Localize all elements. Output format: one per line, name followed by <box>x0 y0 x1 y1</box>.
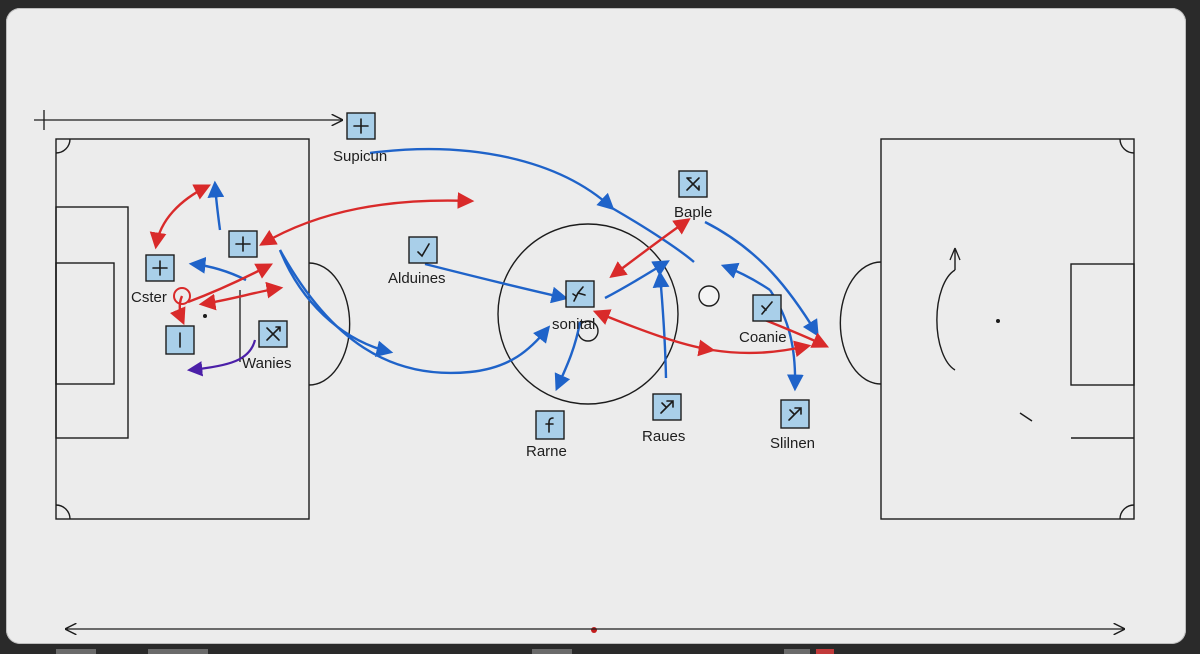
player-p4[interactable] <box>165 325 195 355</box>
red-arrow-1 <box>259 192 475 246</box>
purple-arrow <box>186 339 257 377</box>
center-circle <box>497 223 679 405</box>
left-goal-area <box>55 206 129 439</box>
player-p1[interactable] <box>346 112 376 140</box>
red-marker-dot <box>591 627 597 633</box>
blue-arrow-12 <box>188 256 247 282</box>
player-p9[interactable] <box>678 170 708 198</box>
player-label: Wanies <box>242 355 291 372</box>
red-arrow-2 <box>149 184 212 250</box>
red-arrow-4 <box>198 281 284 311</box>
player-p6[interactable] <box>408 236 438 264</box>
player-p3[interactable] <box>145 254 175 282</box>
player-label: Slilnen <box>770 435 815 452</box>
red-arrow-3 <box>187 263 273 304</box>
diagonal-arrow-icon <box>660 400 674 414</box>
x-arrow-icon <box>266 326 281 341</box>
player-p11[interactable] <box>652 393 682 421</box>
right-inner-arc <box>936 269 956 371</box>
plus-icon <box>235 236 251 252</box>
blue-arrow-5 <box>604 260 670 300</box>
player-label: Cster <box>131 289 167 306</box>
blue-arrow-9 <box>720 262 771 291</box>
plus-icon <box>152 260 168 276</box>
player-label: Baple <box>674 204 712 221</box>
tactics-board: Supicun Cster Wanies Alduines soni <box>6 8 1186 644</box>
left-goal <box>55 262 115 385</box>
f-icon <box>545 417 554 433</box>
red-ring-marker <box>173 287 191 305</box>
right-penalty-spot <box>996 319 1000 323</box>
player-p5[interactable] <box>258 320 288 348</box>
red-arrow-7 <box>592 309 716 357</box>
red-arrow-6 <box>609 218 691 279</box>
left-penalty-spot <box>203 314 207 318</box>
blue-arrow-4-tail <box>278 249 394 358</box>
player-label: Supicun <box>333 148 387 165</box>
player-label: Coanie <box>739 329 787 346</box>
player-p12[interactable] <box>780 399 810 429</box>
blue-arrow-11 <box>207 180 225 231</box>
blue-arrow-6 <box>554 321 582 392</box>
check-arrow-icon <box>417 243 430 258</box>
player-p10[interactable] <box>752 294 782 322</box>
right-penalty-area <box>880 138 1135 520</box>
player-p2[interactable] <box>228 230 258 258</box>
red-arrow-5 <box>169 295 186 326</box>
right-goal <box>1070 263 1135 386</box>
pitch-lines <box>55 138 1135 520</box>
cross-arrows-icon <box>686 177 700 191</box>
taskbar-item[interactable] <box>532 649 572 654</box>
run-icon <box>572 286 586 302</box>
taskbar-item-active[interactable] <box>816 649 834 654</box>
taskbar-item[interactable] <box>148 649 208 654</box>
right-penalty-arc <box>839 261 882 385</box>
player-label: Alduines <box>388 270 446 287</box>
player-label: Rarne <box>526 443 567 460</box>
blue-arrow-1 <box>369 147 615 211</box>
red-arrow-8 <box>711 340 812 358</box>
player-label: Raues <box>642 428 685 445</box>
taskbar-item[interactable] <box>784 649 810 654</box>
red-pass-arrows <box>149 184 830 358</box>
slash-icon <box>761 301 773 315</box>
blue-arrow-7 <box>652 270 670 379</box>
diagonal-arrow-icon <box>788 407 802 421</box>
plus-icon <box>353 118 369 134</box>
soccer-pitch: Supicun Cster Wanies Alduines soni <box>34 110 1135 644</box>
blue-arrow-3 <box>424 262 569 304</box>
blue-arrow-10 <box>704 220 819 337</box>
taskbar-item[interactable] <box>56 649 96 654</box>
ball-marker <box>698 285 720 307</box>
taskbar-strip <box>0 644 1200 654</box>
left-penalty-arc <box>308 262 351 386</box>
player-p8[interactable] <box>535 410 565 440</box>
player-p7[interactable] <box>565 280 595 308</box>
blue-arrow-4 <box>278 249 551 375</box>
player-label: sonital <box>552 316 595 333</box>
